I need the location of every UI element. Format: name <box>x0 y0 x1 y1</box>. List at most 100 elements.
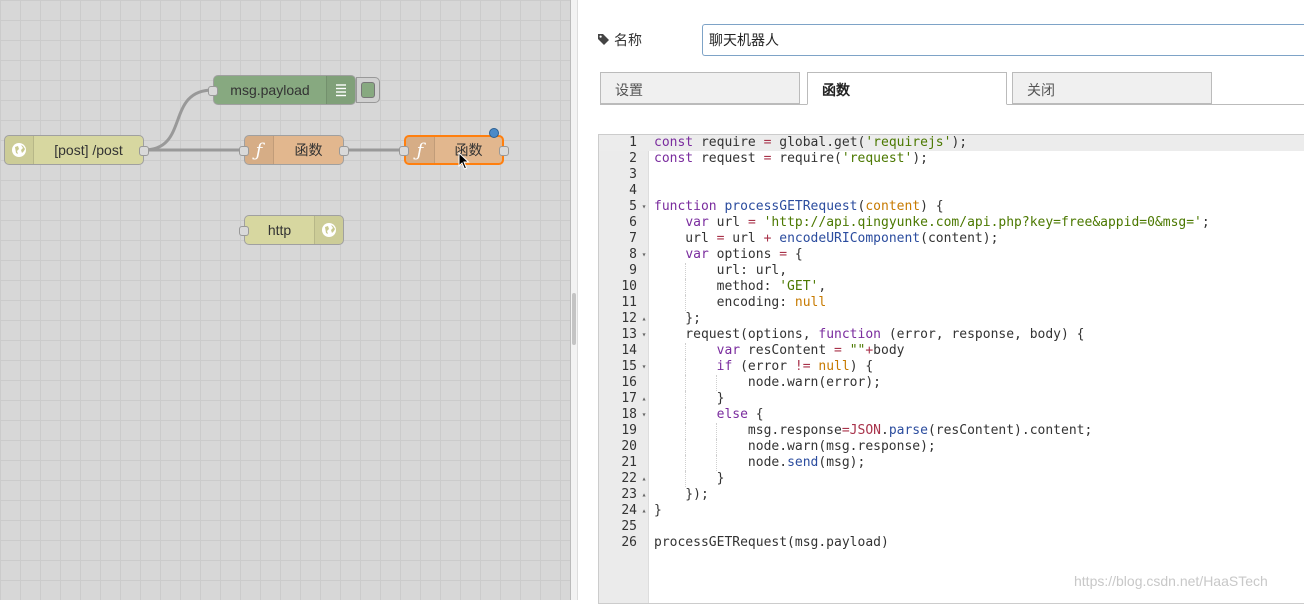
code-text: url = url + encodeURIComponent(content); <box>654 231 999 246</box>
fold-toggle-icon[interactable]: ▾ <box>641 202 647 211</box>
name-label: 名称 <box>614 32 642 48</box>
indent-guide <box>685 439 687 455</box>
debug-node[interactable]: msg.payload <box>208 75 356 105</box>
code-text: function processGETRequest(content) { <box>654 199 944 214</box>
tab-close[interactable]: 关闭 <box>1012 72 1212 104</box>
debug-toggle-button[interactable] <box>356 77 380 103</box>
code-line[interactable]: 4 <box>599 183 1304 199</box>
code-line[interactable]: 17▴ } <box>599 391 1304 407</box>
code-line[interactable]: 25 <box>599 519 1304 535</box>
fold-toggle-icon[interactable]: ▴ <box>641 394 647 403</box>
line-number: 14 <box>621 343 637 358</box>
code-text: request(options, function (error, respon… <box>654 327 1085 342</box>
indent-guide <box>716 455 718 471</box>
code-line[interactable]: 5▾function processGETRequest(content) { <box>599 199 1304 215</box>
code-line[interactable]: 15▾ if (error != null) { <box>599 359 1304 375</box>
wires <box>143 88 404 152</box>
fold-toggle-icon[interactable]: ▾ <box>641 250 647 259</box>
code-line[interactable]: 23▴ }); <box>599 487 1304 503</box>
code-text: var url = 'http://api.qingyunke.com/api.… <box>685 215 1210 230</box>
tag-icon <box>598 32 609 45</box>
line-number: 10 <box>621 279 637 294</box>
function-node-1-input-port[interactable] <box>239 146 249 156</box>
flow-canvas[interactable]: msg.payload [post] /post ƒ 函数 ƒ 函数 http <box>0 0 570 600</box>
wire-post-debug[interactable] <box>143 88 214 152</box>
fold-toggle-icon[interactable]: ▴ <box>641 474 647 483</box>
line-number: 23 <box>621 487 637 502</box>
indent-guide <box>716 375 718 391</box>
line-number: 3 <box>629 167 637 182</box>
code-text: node.warn(msg.response); <box>654 439 936 454</box>
name-input[interactable] <box>702 24 1304 56</box>
code-line[interactable]: 7 url = url + encodeURIComponent(content… <box>599 231 1304 247</box>
http-response-node[interactable]: http <box>239 215 344 245</box>
line-number: 25 <box>621 519 637 534</box>
code-line[interactable]: 12▴ }; <box>599 311 1304 327</box>
line-number: 22 <box>621 471 637 486</box>
line-number: 18 <box>621 407 637 422</box>
code-line[interactable]: 16 node.warn(error); <box>599 375 1304 391</box>
code-text: processGETRequest(msg.payload) <box>654 535 889 550</box>
debug-input-port[interactable] <box>208 86 218 96</box>
line-number: 11 <box>621 295 637 310</box>
code-line[interactable]: 24▴} <box>599 503 1304 519</box>
fold-toggle-icon[interactable]: ▴ <box>641 314 647 323</box>
http-in-output-port[interactable] <box>139 146 149 156</box>
indent-guide <box>716 423 718 439</box>
indent-guide <box>685 343 687 359</box>
fold-toggle-icon[interactable]: ▾ <box>641 330 647 339</box>
resize-handle[interactable] <box>572 293 576 345</box>
line-number: 19 <box>621 423 637 438</box>
code-line[interactable]: 19 msg.response=JSON.parse(resContent).c… <box>599 423 1304 439</box>
fold-toggle-icon[interactable]: ▾ <box>641 362 647 371</box>
indent-guide <box>685 359 687 375</box>
code-line[interactable]: 9 url: url, <box>599 263 1304 279</box>
function-node-2-selected[interactable]: ƒ 函数 <box>399 135 509 165</box>
indent-guide <box>685 423 687 439</box>
http-in-node-label: [post] /post <box>54 142 123 158</box>
tab-settings[interactable]: 设置 <box>600 72 800 104</box>
function-node-1-output-port[interactable] <box>339 146 349 156</box>
code-line[interactable]: 10 method: 'GET', <box>599 279 1304 295</box>
code-line[interactable]: 11 encoding: null <box>599 295 1304 311</box>
function-node-2-label: 函数 <box>454 142 483 158</box>
code-line[interactable]: 20 node.warn(msg.response); <box>599 439 1304 455</box>
indent-guide <box>685 295 687 311</box>
fold-toggle-icon[interactable]: ▴ <box>641 490 647 499</box>
tab-function[interactable]: 函数 <box>807 72 1007 105</box>
indent-guide <box>685 279 687 295</box>
line-number: 8 <box>629 247 637 262</box>
http-response-node-label: http <box>267 222 292 238</box>
code-line[interactable]: 22 ▴ } <box>599 471 1304 487</box>
fold-toggle-icon[interactable]: ▴ <box>641 506 647 515</box>
function-node-2-input-port[interactable] <box>399 146 409 156</box>
code-line[interactable]: 8▾ var options = { <box>599 247 1304 263</box>
code-text: node.warn(error); <box>654 375 881 390</box>
indent-guide <box>685 391 687 407</box>
globe-icon <box>5 136 34 164</box>
code-text: var resContent = ""+body <box>716 343 905 358</box>
http-in-node[interactable]: [post] /post <box>4 135 149 165</box>
function-icon: ƒ <box>245 136 274 164</box>
line-number: 6 <box>629 215 637 230</box>
code-line[interactable]: 14 var resContent = ""+body <box>599 343 1304 359</box>
function-node-2-output-port[interactable] <box>499 146 509 156</box>
code-text: } <box>654 471 725 486</box>
indent-guide <box>685 455 687 471</box>
code-line[interactable]: 6 var url = 'http://api.qingyunke.com/ap… <box>599 215 1304 231</box>
code-line[interactable]: 3 <box>599 167 1304 183</box>
line-number: 21 <box>621 455 637 470</box>
mouse-cursor-icon <box>458 151 470 174</box>
code-line[interactable]: 21 node.send(msg); <box>599 455 1304 471</box>
fold-toggle-icon[interactable]: ▾ <box>641 410 647 419</box>
code-text: const require = global.get('requirejs'); <box>654 135 968 150</box>
function-node-1[interactable]: ƒ 函数 <box>239 135 349 165</box>
code-line[interactable]: 18▾ else { <box>599 407 1304 423</box>
code-line[interactable]: 13▾ request(options, function (error, re… <box>599 327 1304 343</box>
http-response-input-port[interactable] <box>239 226 249 236</box>
